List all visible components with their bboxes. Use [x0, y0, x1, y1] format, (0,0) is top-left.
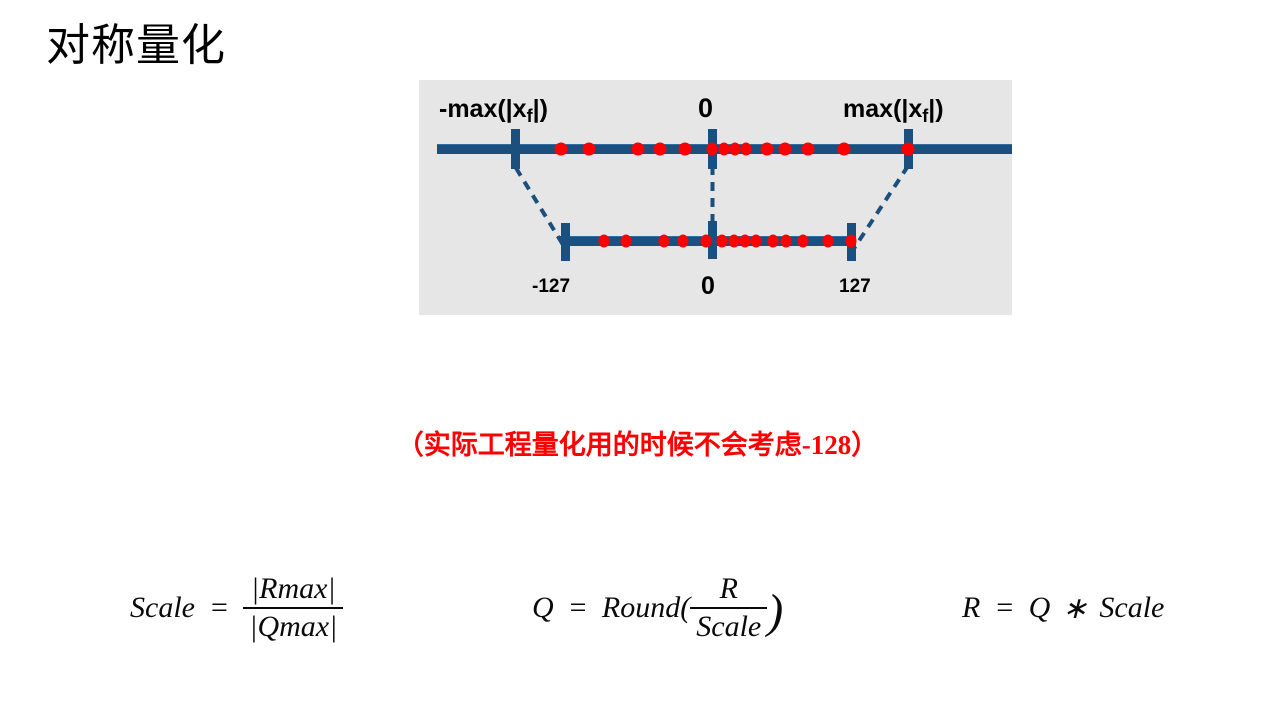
dequantize-formula-operand-a: Q — [1028, 591, 1051, 624]
label-zero-top: 0 — [698, 93, 714, 123]
label-negative-127: -127 — [532, 276, 571, 297]
right-mapping-line — [851, 164, 910, 252]
int8-value-dot — [728, 234, 740, 248]
float-value-dot — [801, 142, 815, 156]
float-value-dot — [760, 142, 774, 156]
page-title: 对称量化 — [46, 21, 226, 70]
dequantize-formula: R = Q ∗ Scale — [962, 553, 1164, 663]
label-negative-max-subscript: f — [526, 106, 533, 127]
int8-value-dot — [598, 234, 610, 248]
quantize-formula-equals: = — [567, 591, 588, 624]
label-positive-127: 127 — [839, 276, 871, 297]
int8-value-dot — [739, 234, 751, 248]
label-positive-max: max(|xf|) — [843, 95, 944, 127]
float-value-dot — [678, 142, 692, 156]
label-negative-max: -max(|xf|) — [439, 95, 548, 127]
label-positive-max-subscript: f — [922, 106, 929, 127]
label-positive-max-text: max(|x — [843, 95, 923, 123]
formula-row: Scale = |Rmax| |Qmax| Q = Round( R Scale… — [0, 553, 1275, 663]
fraction-bar — [690, 607, 768, 609]
float-value-dot — [706, 142, 718, 156]
label-zero-bottom: 0 — [701, 272, 715, 300]
float-value-dot — [901, 142, 915, 156]
float-value-dot — [631, 142, 645, 156]
scale-formula-lhs: Scale — [130, 591, 195, 624]
scale-formula-numerator: |Rmax| — [250, 571, 336, 605]
quantize-formula-fraction: R Scale — [690, 571, 768, 644]
label-negative-max-text: -max(|x — [439, 95, 527, 123]
int8-value-dot — [700, 234, 712, 248]
quantize-formula-function: Round( — [601, 591, 691, 624]
int8-value-dot — [797, 234, 809, 248]
diagram-canvas: -max(|xf|) 0 max(|xf|) -127 0 127 — [419, 80, 1012, 315]
dequantize-formula-operator: ∗ — [1062, 591, 1088, 625]
float-value-dot — [582, 142, 596, 156]
dequantize-formula-operand-b: Scale — [1099, 591, 1165, 624]
int8-value-dot — [677, 234, 689, 248]
symmetric-quantization-diagram: -max(|xf|) 0 max(|xf|) -127 0 127 — [419, 80, 1012, 315]
int8-value-dot — [845, 234, 857, 248]
float-value-dot — [837, 142, 851, 156]
quantize-formula-lhs: Q — [532, 591, 554, 624]
left-mapping-line — [514, 166, 567, 250]
label-negative-max-tail: |) — [532, 95, 548, 123]
quantize-formula-close-paren: ) — [767, 584, 784, 638]
float-value-dot — [729, 142, 741, 156]
float-value-dot — [718, 142, 730, 156]
quantize-formula-numerator: R — [719, 571, 738, 605]
int8-value-dot — [767, 234, 779, 248]
quantize-formula: Q = Round( R Scale ) — [532, 553, 783, 663]
int8-value-dot — [780, 234, 792, 248]
tick-negative-max — [511, 129, 520, 169]
float-value-dot — [554, 142, 568, 156]
int8-value-dot — [658, 234, 670, 248]
tick-negative-127 — [561, 223, 570, 261]
annotation-note: （实际工程量化用的时候不会考虑-128） — [396, 430, 879, 460]
scale-formula-fraction: |Rmax| |Qmax| — [243, 571, 344, 644]
int8-value-dot — [750, 234, 762, 248]
label-positive-max-tail: |) — [928, 95, 944, 123]
int8-value-dot — [716, 234, 728, 248]
scale-formula-denominator: |Qmax| — [249, 610, 338, 643]
float-value-dot — [653, 142, 667, 156]
dequantize-formula-equals: = — [994, 591, 1015, 624]
int8-value-dot — [620, 234, 632, 248]
fraction-bar — [243, 607, 344, 609]
float-value-dot — [778, 142, 792, 156]
dequantize-formula-lhs: R — [962, 591, 981, 624]
int8-value-dot — [822, 234, 834, 248]
scale-formula: Scale = |Rmax| |Qmax| — [130, 553, 344, 663]
quantize-formula-denominator: Scale — [696, 610, 762, 643]
scale-formula-equals: = — [208, 591, 230, 624]
tick-zero-bottom — [708, 221, 717, 259]
float-value-dot — [740, 142, 752, 156]
